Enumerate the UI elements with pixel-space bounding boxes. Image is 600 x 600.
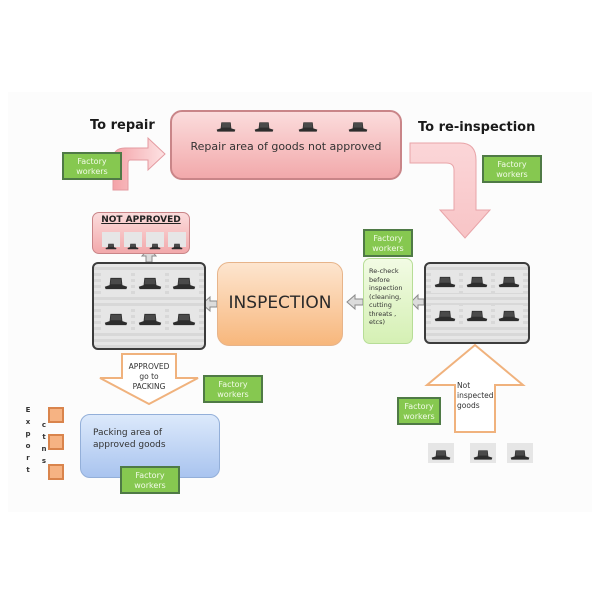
recheck-line: (cleaning, bbox=[369, 292, 402, 301]
goods-icon bbox=[510, 446, 530, 465]
export-letter: t bbox=[26, 466, 30, 474]
to-reinspection-arrow bbox=[409, 142, 492, 239]
not-inspected-arrow bbox=[424, 343, 526, 433]
factory-workers-box: Factory workers bbox=[62, 152, 122, 180]
goods-icon bbox=[105, 235, 117, 254]
recheck-line: Re-check bbox=[369, 267, 399, 275]
factory-workers-box: Factory workers bbox=[203, 375, 263, 403]
gray-arrow-left-2 bbox=[346, 293, 364, 311]
to-repair-label: To repair bbox=[90, 118, 155, 133]
gray-arrow-left-3 bbox=[410, 293, 425, 311]
goods-icon bbox=[298, 118, 318, 137]
goods-icon bbox=[138, 312, 162, 331]
goods-tile bbox=[102, 232, 120, 247]
ctns-letter: c bbox=[41, 421, 47, 429]
goods-icon bbox=[149, 235, 161, 254]
incoming-goods-bin bbox=[424, 262, 530, 344]
not-inspected-arrow-text: Not inspected goods bbox=[457, 381, 497, 411]
goods-icon bbox=[466, 274, 488, 293]
approved-arrow-text: APPROVED go to PACKING bbox=[122, 362, 176, 392]
goods-icon bbox=[216, 118, 236, 137]
not-approved-title: NOT APPROVED bbox=[101, 215, 181, 225]
export-letter: o bbox=[25, 442, 31, 450]
goods-icon bbox=[431, 446, 451, 465]
goods-icon bbox=[138, 276, 162, 295]
goods-icon bbox=[104, 312, 128, 331]
goods-icon bbox=[498, 274, 520, 293]
ctns-letter: s bbox=[41, 457, 47, 465]
inspected-goods-bin bbox=[92, 262, 206, 350]
ctns-letter: n bbox=[41, 445, 47, 453]
approved-line: APPROVED bbox=[128, 362, 170, 371]
goods-icon bbox=[104, 276, 128, 295]
recheck-line: etcs) bbox=[369, 318, 386, 326]
packing-area-title: Packing area of approved goods bbox=[93, 428, 166, 450]
export-letter: p bbox=[25, 430, 31, 438]
not-inspected-line: Not bbox=[457, 381, 471, 390]
ctns-letter: t bbox=[42, 433, 46, 441]
factory-workers-box: Factory workers bbox=[363, 229, 413, 257]
goods-icon bbox=[434, 308, 456, 327]
gray-arrow-left-1 bbox=[201, 295, 218, 313]
to-reinspection-label: To re-inspection bbox=[418, 120, 536, 135]
goods-tile bbox=[124, 232, 142, 247]
goods-icon bbox=[434, 274, 456, 293]
export-letter: r bbox=[26, 454, 30, 462]
goods-icon bbox=[498, 308, 520, 327]
factory-workers-box: Factory workers bbox=[397, 397, 441, 425]
export-letter: E bbox=[25, 406, 31, 414]
goods-tile bbox=[168, 232, 186, 247]
goods-icon bbox=[348, 118, 368, 137]
repair-area-box: Repair area of goods not approved bbox=[170, 110, 402, 180]
not-approved-box: NOT APPROVED bbox=[92, 212, 190, 254]
goods-icon bbox=[254, 118, 274, 137]
carton-icon bbox=[48, 407, 64, 423]
recheck-line: cutting bbox=[369, 301, 392, 309]
carton-icon bbox=[48, 464, 64, 480]
repair-area-title: Repair area of goods not approved bbox=[190, 140, 382, 153]
recheck-line: threats , bbox=[369, 309, 397, 318]
not-inspected-line: inspected bbox=[457, 391, 494, 400]
approved-line: go to bbox=[139, 372, 159, 381]
inspection-box: INSPECTION bbox=[217, 262, 343, 346]
recheck-line: inspection bbox=[369, 284, 403, 292]
recheck-line: before bbox=[369, 275, 390, 284]
goods-icon bbox=[473, 446, 493, 465]
not-inspected-line: goods bbox=[457, 401, 480, 410]
inspection-title: INSPECTION bbox=[228, 293, 332, 313]
approved-line: PACKING bbox=[132, 382, 166, 391]
goods-icon bbox=[172, 312, 196, 331]
goods-icon bbox=[127, 235, 139, 254]
factory-workers-box: Factory workers bbox=[120, 466, 180, 494]
export-letter: x bbox=[25, 418, 31, 426]
factory-workers-box: Factory workers bbox=[482, 155, 542, 183]
goods-icon bbox=[172, 276, 196, 295]
goods-icon bbox=[171, 235, 183, 254]
goods-tile bbox=[146, 232, 164, 247]
recheck-box: Re-check before inspection (cleaning, cu… bbox=[363, 258, 413, 344]
carton-icon bbox=[48, 434, 64, 450]
approved-arrow bbox=[99, 353, 199, 406]
goods-icon bbox=[466, 308, 488, 327]
